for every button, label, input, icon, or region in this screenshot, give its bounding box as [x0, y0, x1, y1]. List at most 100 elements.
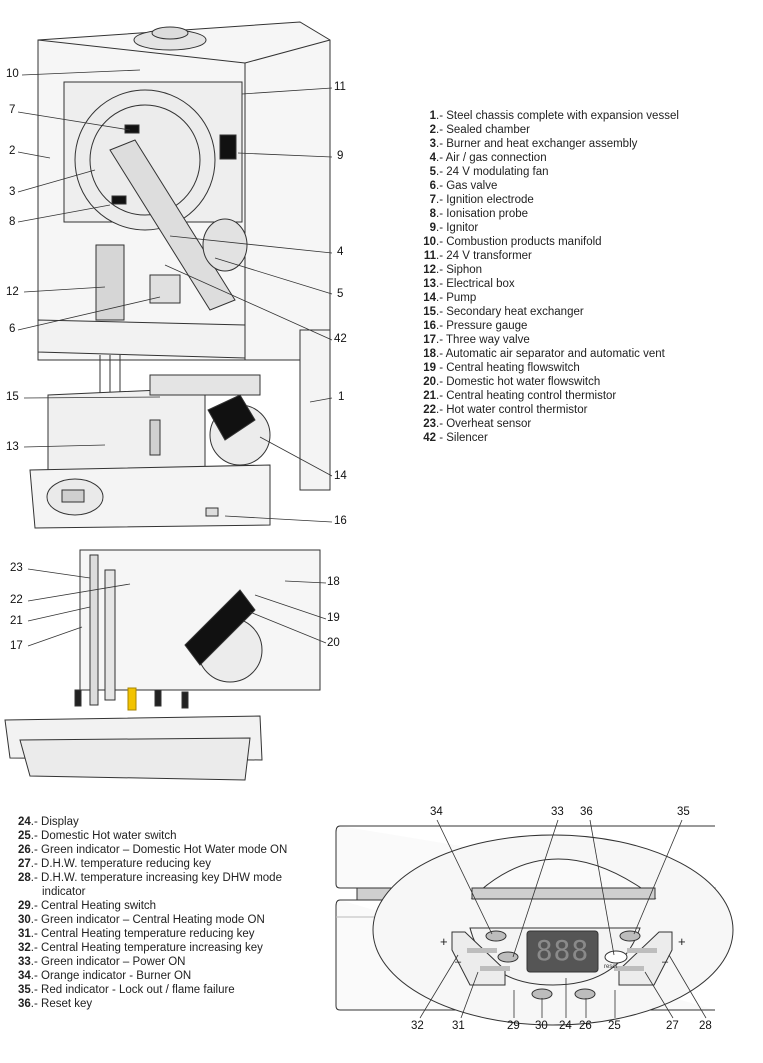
- callout-4: 4: [337, 246, 344, 258]
- legend-item: 3.- Burner and heat exchanger assembly: [418, 137, 679, 151]
- legend-item: 5.- 24 V modulating fan: [418, 165, 679, 179]
- callout-32: 32: [411, 1020, 424, 1032]
- legend-item: 22.- Hot water control thermistor: [418, 403, 679, 417]
- legend-item-separator: .-: [436, 208, 444, 220]
- ch-minus-label: –: [455, 956, 462, 968]
- legend-item-number: 8: [429, 208, 436, 220]
- legend-item-number: 30: [18, 914, 31, 926]
- legend-item-number: 22: [423, 404, 436, 416]
- leader-lines-panel: [419, 819, 707, 1019]
- legend-item: 16.- Pressure gauge: [418, 319, 679, 333]
- dhw-plus-label: +: [678, 934, 686, 949]
- legend-item-text: Red indicator - Lock out / flame failure: [41, 984, 235, 996]
- control-panel: [335, 825, 734, 1026]
- legend-item-text: Ignition electrode: [446, 194, 534, 206]
- ignitor: [219, 134, 237, 160]
- power-indicator: [497, 951, 519, 963]
- legend-item-text: Air / gas connection: [445, 152, 547, 164]
- legend-item-separator: .-: [436, 292, 444, 304]
- legend-item-separator: .-: [436, 376, 444, 388]
- legend-item-number: 35: [18, 984, 31, 996]
- yellow-gas-cock: [127, 687, 137, 711]
- legend-item-separator: .-: [436, 194, 444, 206]
- legend-item-number: 29: [18, 900, 31, 912]
- legend-item-separator: .-: [436, 222, 444, 234]
- callout-25: 25: [608, 1020, 621, 1032]
- legend-item-number: 13: [423, 278, 436, 290]
- callout-19: 19: [327, 612, 340, 624]
- legend-item-number: 32: [18, 942, 31, 954]
- dhw-mode-indicator: [574, 988, 596, 1000]
- legend-item-separator: -: [436, 362, 444, 374]
- legend-item-separator: .-: [30, 914, 38, 926]
- legend-item-number: 24: [18, 816, 31, 828]
- callout-35: 35: [677, 806, 690, 818]
- callout-2: 2: [9, 145, 16, 157]
- callout-21: 21: [10, 615, 23, 627]
- legend-item-number: 14: [423, 292, 436, 304]
- legend-item-number: 16: [423, 320, 436, 332]
- legend-item-separator: .-: [436, 306, 444, 318]
- legend-item-number: 20: [423, 376, 436, 388]
- callout-36: 36: [580, 806, 593, 818]
- legend-item: 30.- Green indicator – Central Heating m…: [18, 913, 287, 927]
- legend-item-separator: .-: [30, 872, 38, 884]
- legend-item-separator: .-: [436, 250, 444, 262]
- dhw-key-group: [618, 931, 673, 986]
- legend-item: 29.- Central Heating switch: [18, 899, 287, 913]
- legend-item-text: Gas valve: [446, 180, 498, 192]
- legend-item-separator: .-: [436, 138, 444, 150]
- legend-item-separator: .-: [436, 390, 444, 402]
- legend-item: 4.- Air / gas connection: [418, 151, 679, 165]
- legend-item: 21.- Central heating control thermistor: [418, 389, 679, 403]
- ch-mode-indicator: [531, 988, 553, 1000]
- siphon: [95, 244, 125, 321]
- legend-item-text: Central heating flowswitch: [446, 362, 580, 374]
- legend-item-number: 6: [429, 180, 436, 192]
- legend-item: 20.- Domestic hot water flowswitch: [418, 375, 679, 389]
- legend-item: 24.- Display: [18, 815, 287, 829]
- legend-item-number: 26: [18, 844, 31, 856]
- modulating-fan: [202, 218, 248, 272]
- callout-17: 17: [10, 640, 23, 652]
- legend-item-separator: .-: [30, 984, 38, 996]
- legend-item: 1.- Steel chassis complete with expansio…: [418, 109, 679, 123]
- legend-item-text: 24 V modulating fan: [446, 166, 549, 178]
- reset-key: [604, 950, 628, 964]
- legend-item-text: Domestic Hot water switch: [41, 830, 177, 842]
- legend-item-text: Central Heating temperature reducing key: [41, 928, 255, 940]
- hydraulic-detail: [4, 549, 321, 781]
- legend-item-separator: .-: [30, 928, 38, 940]
- ch-plus-label: +: [440, 934, 448, 949]
- callout-31: 31: [452, 1020, 465, 1032]
- legend-item-continuation: indicator: [42, 886, 86, 898]
- callout-16: 16: [334, 515, 347, 527]
- legend-item: 6.- Gas valve: [418, 179, 679, 193]
- legend-item-separator: .-: [436, 236, 444, 248]
- legend-item-number: 7: [429, 194, 436, 206]
- callout-7: 7: [9, 104, 16, 116]
- legend-item: 14.- Pump: [418, 291, 679, 305]
- legend-item-separator: .-: [436, 110, 444, 122]
- callout-42: 42: [334, 333, 347, 345]
- callout-26: 26: [579, 1020, 592, 1032]
- legend-item-number: 21: [423, 390, 436, 402]
- legend-item: 13.- Electrical box: [418, 277, 679, 291]
- legend-item-number: 36: [18, 998, 31, 1010]
- legend-item-text: Sealed chamber: [446, 124, 530, 136]
- legend-item: 7.- Ignition electrode: [418, 193, 679, 207]
- legend-item-separator: .-: [30, 942, 38, 954]
- legend-item-text: 24 V transformer: [446, 250, 532, 262]
- legend-item-separator: .-: [30, 844, 38, 856]
- legend-item: 31.- Central Heating temperature reducin…: [18, 927, 287, 941]
- callout-1: 1: [338, 391, 345, 403]
- legend-item-text: D.H.W. temperature increasing key DHW mo…: [41, 872, 282, 884]
- legend-item-number: 4: [429, 152, 436, 164]
- legend-item: 34.- Orange indicator - Burner ON: [18, 969, 287, 983]
- callout-8: 8: [9, 216, 16, 228]
- callout-15: 15: [6, 391, 19, 403]
- callout-28: 28: [699, 1020, 712, 1032]
- legend-item-text: Hot water control thermistor: [446, 404, 588, 416]
